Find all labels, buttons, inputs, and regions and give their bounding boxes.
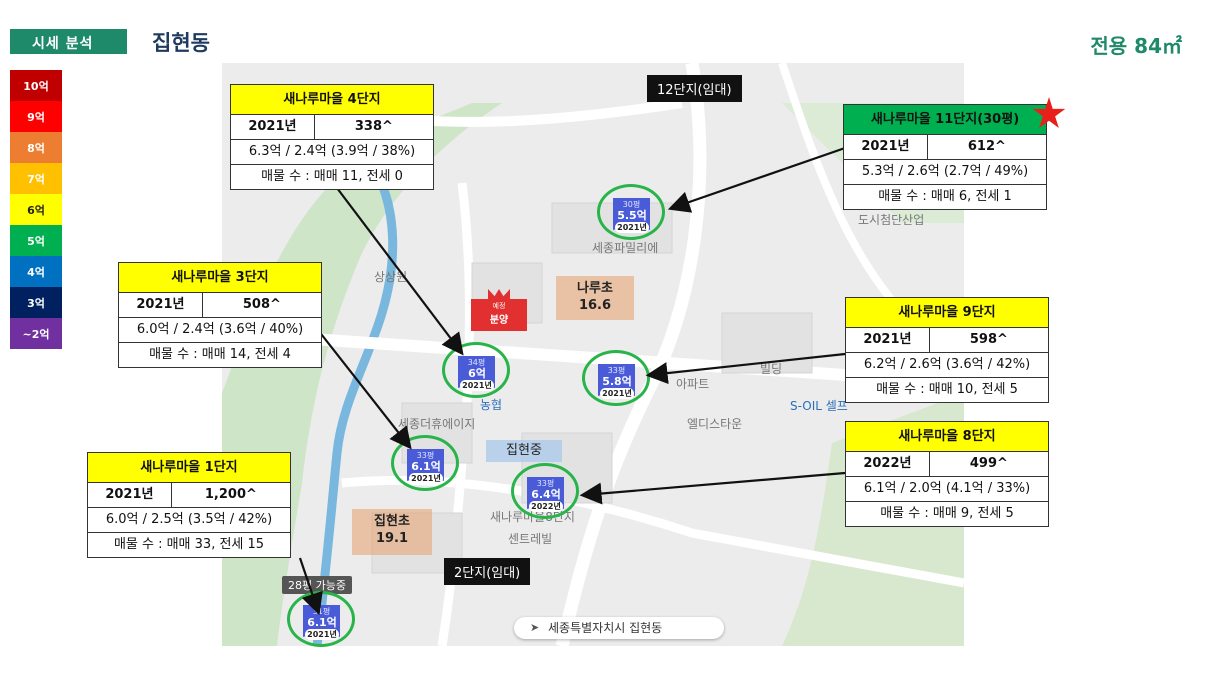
price-marker-3[interactable]: 33평 6.1억 2021년 — [391, 435, 459, 491]
section-badge-label: 시세 분석 — [32, 36, 94, 52]
card-price: 6.1억 / 2.0억 (4.1억 / 33%) — [846, 477, 1048, 502]
card-title: 새나루마을 3단지 — [119, 263, 321, 293]
section-badge: 시세 분석 — [10, 29, 127, 54]
card-year: 2021년 — [231, 115, 315, 139]
jiphyeon-elem-label: 집현초 — [374, 514, 410, 529]
marker-price: 6.1억 — [307, 616, 337, 629]
card-year: 2021년 — [846, 328, 930, 352]
card-price: 6.3억 / 2.4억 (3.9억 / 38%) — [231, 140, 433, 165]
marker-price: 5.8억 — [602, 375, 632, 388]
marker-pyeong: 33평 — [607, 366, 626, 375]
legend-item-2: ~2억 — [10, 318, 62, 349]
card-price: 6.0억 / 2.5억 (3.5억 / 42%) — [88, 508, 290, 533]
marker-price: 5.5억 — [617, 209, 647, 222]
presale-badge — [471, 299, 527, 331]
card-title: 새나루마을 11단지(30평) — [844, 105, 1046, 135]
card-title: 새나루마을 1단지 — [88, 453, 290, 483]
marker-year: 2021년 — [600, 388, 634, 399]
map-label-city-office: 도시첨단산업 — [858, 213, 925, 227]
marker-pyeong: 30평 — [622, 200, 641, 209]
naru-elementary-poi: 나루초 16.6 — [556, 276, 634, 320]
card-units: 612^ — [967, 139, 1006, 154]
card-year: 2022년 — [846, 452, 930, 476]
card-price: 6.0억 / 2.4억 (3.6억 / 40%) — [119, 318, 321, 343]
marker-pyeong: 33평 — [416, 451, 435, 460]
card-listings: 매물 수 : 매매 11, 전세 0 — [261, 169, 403, 184]
card-title: 새나루마을 4단지 — [231, 85, 433, 115]
info-card-8: 새나루마을 8단지 2022년 499^ 6.1억 / 2.0억 (4.1억 / … — [845, 421, 1049, 527]
legend-item-9: 9억 — [10, 101, 62, 132]
price-marker-8[interactable]: 33평 6.4억 2022년 — [511, 463, 579, 519]
map-label-family: 세종파밀리에 — [592, 241, 659, 255]
card-listings: 매물 수 : 매매 33, 전세 15 — [113, 537, 265, 552]
info-card-11: 새나루마을 11단지(30평) 2021년 612^ 5.3억 / 2.6억 (2… — [843, 104, 1047, 210]
page-title: 집현동 — [152, 31, 210, 55]
legend-item-3: 3억 — [10, 287, 62, 318]
rental-12-label: 12단지(임대) — [647, 75, 742, 102]
navigation-arrow-icon: ➤ — [530, 621, 540, 634]
card-title: 새나루마을 8단지 — [846, 422, 1048, 452]
card-units: 598^ — [969, 332, 1008, 347]
price-legend: 10억 9억 8억 7억 6억 5억 4억 3억 ~2억 — [10, 70, 62, 349]
marker-price: 6.4억 — [531, 488, 561, 501]
marker-price: 6.1억 — [411, 460, 441, 473]
marker-year: 2021년 — [409, 473, 443, 484]
card-price: 5.3억 / 2.6억 (2.7억 / 49%) — [844, 160, 1046, 185]
card-year: 2021년 — [844, 135, 928, 159]
marker-pyeong: 34평 — [467, 358, 486, 367]
card-listings: 매물 수 : 매매 14, 전세 4 — [149, 347, 291, 362]
card-price: 6.2억 / 2.6억 (3.6억 / 42%) — [846, 353, 1048, 378]
marker-year: 2022년 — [529, 501, 563, 512]
card-listings: 매물 수 : 매매 6, 전세 1 — [878, 189, 1012, 204]
location-text: 세종특별자치시 집현동 — [548, 621, 663, 635]
legend-item-7: 7억 — [10, 163, 62, 194]
naru-school-value: 16.6 — [578, 298, 612, 313]
card-units: 508^ — [242, 297, 281, 312]
naru-school-label: 나루초 — [577, 281, 613, 296]
map-label-bitdan: 빌딩 — [760, 362, 783, 376]
location-search-pill[interactable]: ➤ 세종특별자치시 집현동 — [514, 617, 724, 639]
jiphyeon-elementary-poi: 집현초 19.1 — [352, 509, 432, 555]
card-units: 1,200^ — [204, 487, 257, 502]
map-label-soil: S-OIL 셀프 — [790, 399, 848, 413]
legend-item-8: 8억 — [10, 132, 62, 163]
map-label-center: 센트레빌 — [508, 532, 553, 546]
info-card-4: 새나루마을 4단지 2021년 338^ 6.3억 / 2.4억 (3.9억 / … — [230, 84, 434, 190]
card-year: 2021년 — [119, 293, 203, 317]
info-card-3: 새나루마을 3단지 2021년 508^ 6.0억 / 2.4억 (3.6억 / … — [118, 262, 322, 368]
card-year: 2021년 — [88, 483, 172, 507]
marker-price: 6억 — [468, 367, 486, 380]
info-card-9: 새나루마을 9단지 2021년 598^ 6.2억 / 2.6억 (3.6억 / … — [845, 297, 1049, 403]
jiphyeon-elem-value: 19.1 — [375, 531, 409, 546]
price-marker-9[interactable]: 33평 5.8억 2021년 — [582, 350, 650, 406]
marker-pyeong: 33평 — [536, 479, 555, 488]
marker-year: 2021년 — [460, 380, 494, 391]
marker-year: 2021년 — [305, 629, 339, 640]
legend-item-5: 5억 — [10, 225, 62, 256]
price-marker-4[interactable]: 34평 6억 2021년 — [442, 342, 510, 398]
presale-small-label: 예정 — [492, 302, 506, 310]
legend-item-6: 6억 — [10, 194, 62, 225]
rental-2-label: 2단지(임대) — [444, 558, 531, 585]
card-title: 새나루마을 9단지 — [846, 298, 1048, 328]
price-marker-11[interactable]: 30평 5.5억 2021년 — [597, 184, 665, 240]
legend-item-10: 10억 — [10, 70, 62, 101]
legend-item-4: 4억 — [10, 256, 62, 287]
map-label-nonghyup: 농협 — [480, 398, 503, 412]
price-marker-1[interactable]: 31평 6.1억 2021년 — [287, 591, 355, 647]
unit-size-label: 전용 84㎡ — [1090, 34, 1182, 58]
map-label-sangsang: 상상원 — [374, 270, 408, 284]
card-listings: 매물 수 : 매매 10, 전세 5 — [876, 382, 1018, 397]
info-card-1: 새나루마을 1단지 2021년 1,200^ 6.0억 / 2.5억 (3.5억 … — [87, 452, 291, 558]
presale-main-label: 분양 — [489, 315, 509, 326]
presale-marker[interactable]: 예정 분양 — [471, 289, 527, 331]
card-units: 338^ — [354, 119, 393, 134]
map-label-apart: 아파트 — [676, 377, 710, 391]
marker-year: 2021년 — [615, 222, 649, 233]
card-listings: 매물 수 : 매매 9, 전세 5 — [880, 506, 1014, 521]
card-units: 499^ — [969, 456, 1008, 471]
jiphyeon-middle-poi: 집현중 — [486, 440, 562, 462]
map-label-edistone: 엘디스타운 — [687, 417, 743, 431]
map-label-jiphyeon-hu: 세종더휴에이지 — [398, 417, 476, 431]
